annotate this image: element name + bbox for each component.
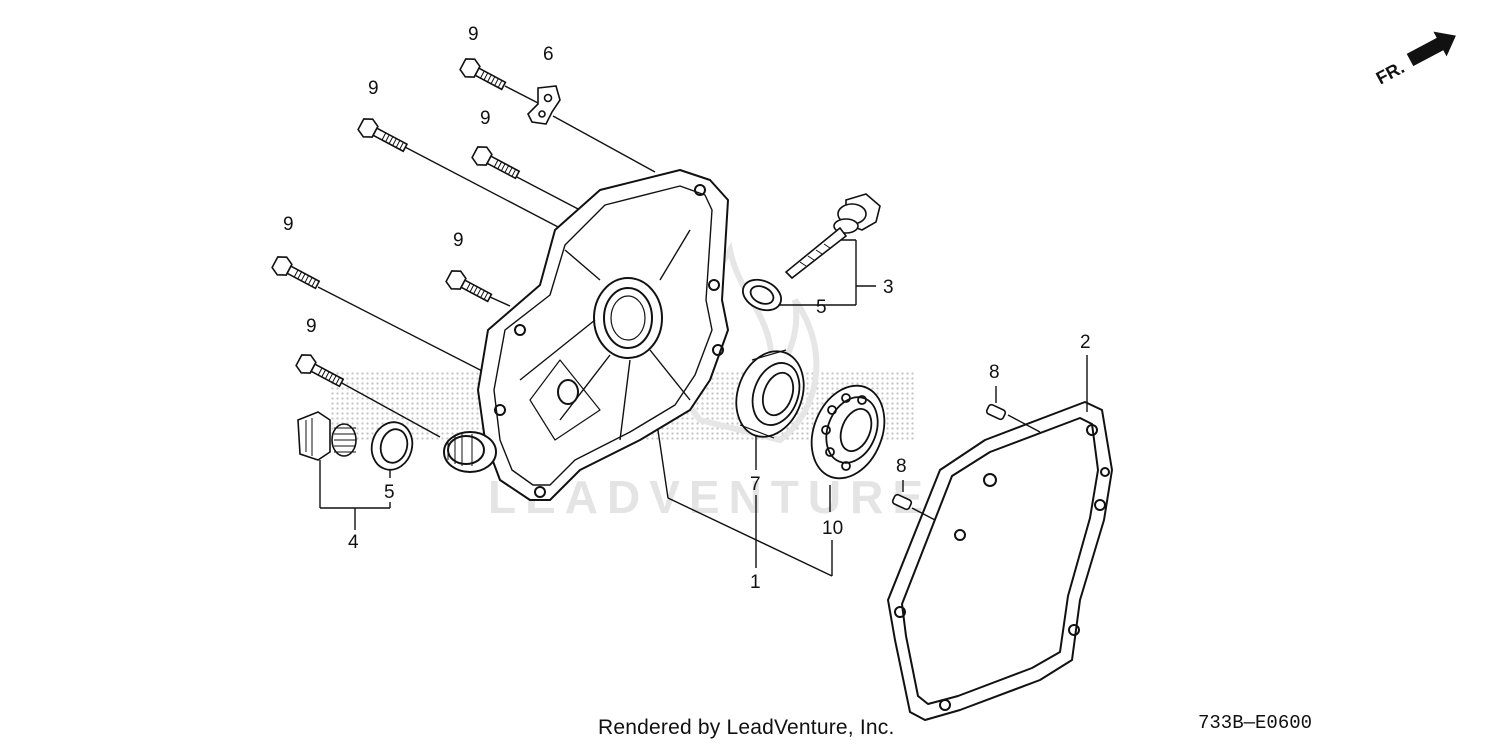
callout-10: 10: [822, 518, 843, 539]
oil-seal-upper: [742, 278, 782, 312]
case-gasket: [887, 401, 1113, 721]
callout-9-lower: 9: [306, 316, 317, 337]
callout-1: 1: [750, 572, 761, 593]
diagram-code: 733B—E0600: [1198, 712, 1313, 734]
callout-labels: 9 6 9 9 9 9 9 3 5 2 8 8 7 10 1 5 4: [283, 24, 1091, 593]
ball-bearing-7: [735, 349, 805, 439]
callout-9-mid: 9: [453, 230, 464, 251]
callout-9-upper-left: 9: [368, 78, 379, 99]
callout-5-upper: 5: [816, 297, 827, 318]
callout-8-lower: 8: [896, 456, 907, 477]
ball-bearing-10: [810, 384, 886, 480]
oil-level-gauge: [784, 193, 881, 280]
callout-8-upper: 8: [989, 362, 1000, 383]
bracket: [527, 85, 561, 125]
render-credit: Rendered by LeadVenture, Inc.: [598, 716, 895, 739]
dowel-pins: [891, 403, 1007, 511]
callout-9-upper-mid: 9: [480, 108, 491, 129]
flange-bolts: [271, 58, 521, 388]
callout-4: 4: [348, 532, 359, 553]
callout-7: 7: [750, 474, 761, 495]
callout-9-left: 9: [283, 214, 294, 235]
drain-plug: [297, 411, 357, 461]
fr-arrow-icon: FR.: [1373, 31, 1456, 88]
callout-9-top: 9: [468, 24, 479, 45]
direction-label: FR.: [1373, 57, 1408, 88]
crankcase-cover: [443, 169, 729, 501]
callout-2: 2: [1080, 332, 1091, 353]
callout-6: 6: [543, 44, 554, 65]
leader-lines: [317, 85, 1088, 577]
callout-3: 3: [883, 277, 894, 298]
callout-5-lower: 5: [384, 482, 395, 503]
oil-seal-lower: [370, 421, 414, 471]
